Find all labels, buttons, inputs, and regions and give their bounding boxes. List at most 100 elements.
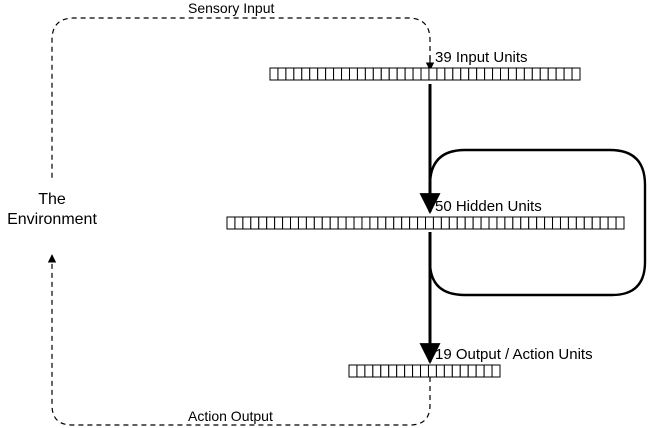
input-unit-cell	[428, 67, 438, 81]
input-unit-cell	[420, 67, 430, 81]
output-unit-cell	[388, 364, 398, 378]
input-unit-cell	[348, 67, 358, 81]
hidden-unit-cell	[504, 216, 514, 230]
hidden-unit-cell	[250, 216, 260, 230]
hidden-unit-cell	[305, 216, 315, 230]
input-unit-cell	[333, 67, 343, 81]
hidden-unit-cell	[274, 216, 284, 230]
input-unit-cell	[412, 67, 422, 81]
output-unit-cell	[467, 364, 477, 378]
hidden-unit-cell	[385, 216, 395, 230]
hidden-unit-cell	[377, 216, 387, 230]
hidden-unit-cell	[520, 216, 530, 230]
hidden-unit-cell	[544, 216, 554, 230]
hidden-unit-cell	[512, 216, 522, 230]
hidden-unit-cell	[313, 216, 323, 230]
hidden-unit-cell	[290, 216, 299, 230]
hidden-unit-cell	[409, 216, 419, 230]
output-unit-cell	[483, 364, 493, 378]
hidden-unit-cell	[559, 216, 569, 230]
hidden-unit-cell	[282, 216, 292, 230]
input-unit-cell	[563, 67, 573, 81]
hidden-unit-cell	[432, 216, 442, 230]
input-unit-cell	[269, 67, 279, 81]
output-unit-cell	[404, 364, 414, 378]
input-unit-cell	[317, 67, 327, 81]
output-unit-cell	[459, 364, 469, 378]
output-unit-cell	[451, 364, 461, 378]
hidden-unit-cell	[258, 216, 268, 230]
hidden-unit-cell	[583, 216, 593, 230]
hidden-unit-cell	[242, 216, 252, 230]
input-unit-cell	[436, 67, 446, 81]
input-unit-cell	[500, 67, 509, 81]
input-unit-cell	[301, 67, 311, 81]
output-unit-cell	[427, 364, 437, 378]
output-unit-cell	[364, 364, 374, 378]
hidden-unit-cell	[393, 216, 403, 230]
output-unit-cell	[420, 364, 429, 378]
output-units-row	[348, 364, 501, 378]
input-unit-cell	[277, 67, 287, 81]
input-unit-cell	[547, 67, 557, 81]
input-unit-cell	[325, 67, 335, 81]
input-unit-cell	[484, 67, 494, 81]
hidden-unit-cell	[496, 216, 506, 230]
input-unit-cell	[388, 67, 398, 81]
hidden-unit-cell	[528, 216, 538, 230]
input-unit-cell	[356, 67, 366, 81]
sensory-input-label: Sensory Input	[188, 0, 275, 16]
input-unit-cell	[531, 67, 541, 81]
input-unit-cell	[492, 67, 502, 81]
input-unit-cell	[468, 67, 478, 81]
input-unit-cell	[452, 67, 462, 81]
hidden-unit-cell	[448, 216, 458, 230]
output-unit-cell	[348, 364, 358, 378]
input-unit-cell	[476, 67, 486, 81]
hidden-unit-cell	[369, 216, 379, 230]
output-unit-cell	[396, 364, 406, 378]
hidden-unit-cell	[591, 216, 601, 230]
output-unit-cell	[491, 364, 501, 378]
environment-label-line1: The	[38, 191, 66, 208]
output-unit-cell	[443, 364, 453, 378]
output-unit-cell	[412, 364, 422, 378]
output-unit-cell	[380, 364, 390, 378]
input-units-row	[269, 67, 581, 81]
hidden-units-row	[226, 216, 625, 230]
hidden-unit-cell	[417, 216, 426, 230]
hidden-unit-cell	[321, 216, 331, 230]
hidden-unit-cell	[329, 216, 339, 230]
hidden-unit-cell	[536, 216, 546, 230]
hidden-unit-cell	[567, 216, 577, 230]
hidden-unit-cell	[464, 216, 474, 230]
input-unit-cell	[396, 67, 406, 81]
hidden-unit-cell	[297, 216, 307, 230]
hidden-unit-cell	[480, 216, 490, 230]
input-unit-cell	[571, 67, 581, 81]
hidden-unit-cell	[226, 216, 236, 230]
input-unit-cell	[285, 67, 295, 81]
hidden-unit-cell	[615, 216, 625, 230]
input-unit-cell	[309, 67, 319, 81]
action-output-label: Action Output	[188, 408, 273, 424]
hidden-unit-cell	[575, 216, 585, 230]
hidden-unit-cell	[337, 216, 347, 230]
hidden-unit-cell	[266, 216, 276, 230]
input-unit-cell	[539, 67, 549, 81]
input-unit-cell	[507, 67, 517, 81]
output-unit-cell	[435, 364, 445, 378]
hidden-unit-cell	[345, 216, 355, 230]
output-unit-cell	[356, 364, 366, 378]
environment-label: The Environment	[0, 190, 104, 230]
hidden-unit-cell	[456, 216, 466, 230]
hidden-unit-cell	[361, 216, 371, 230]
hidden-unit-cell	[472, 216, 482, 230]
hidden-layer-label: 50 Hidden Units	[435, 198, 542, 215]
hidden-unit-cell	[440, 216, 450, 230]
recurrent-loop-line	[428, 148, 647, 297]
input-unit-cell	[293, 67, 303, 81]
dashed-loop-line	[51, 17, 431, 178]
